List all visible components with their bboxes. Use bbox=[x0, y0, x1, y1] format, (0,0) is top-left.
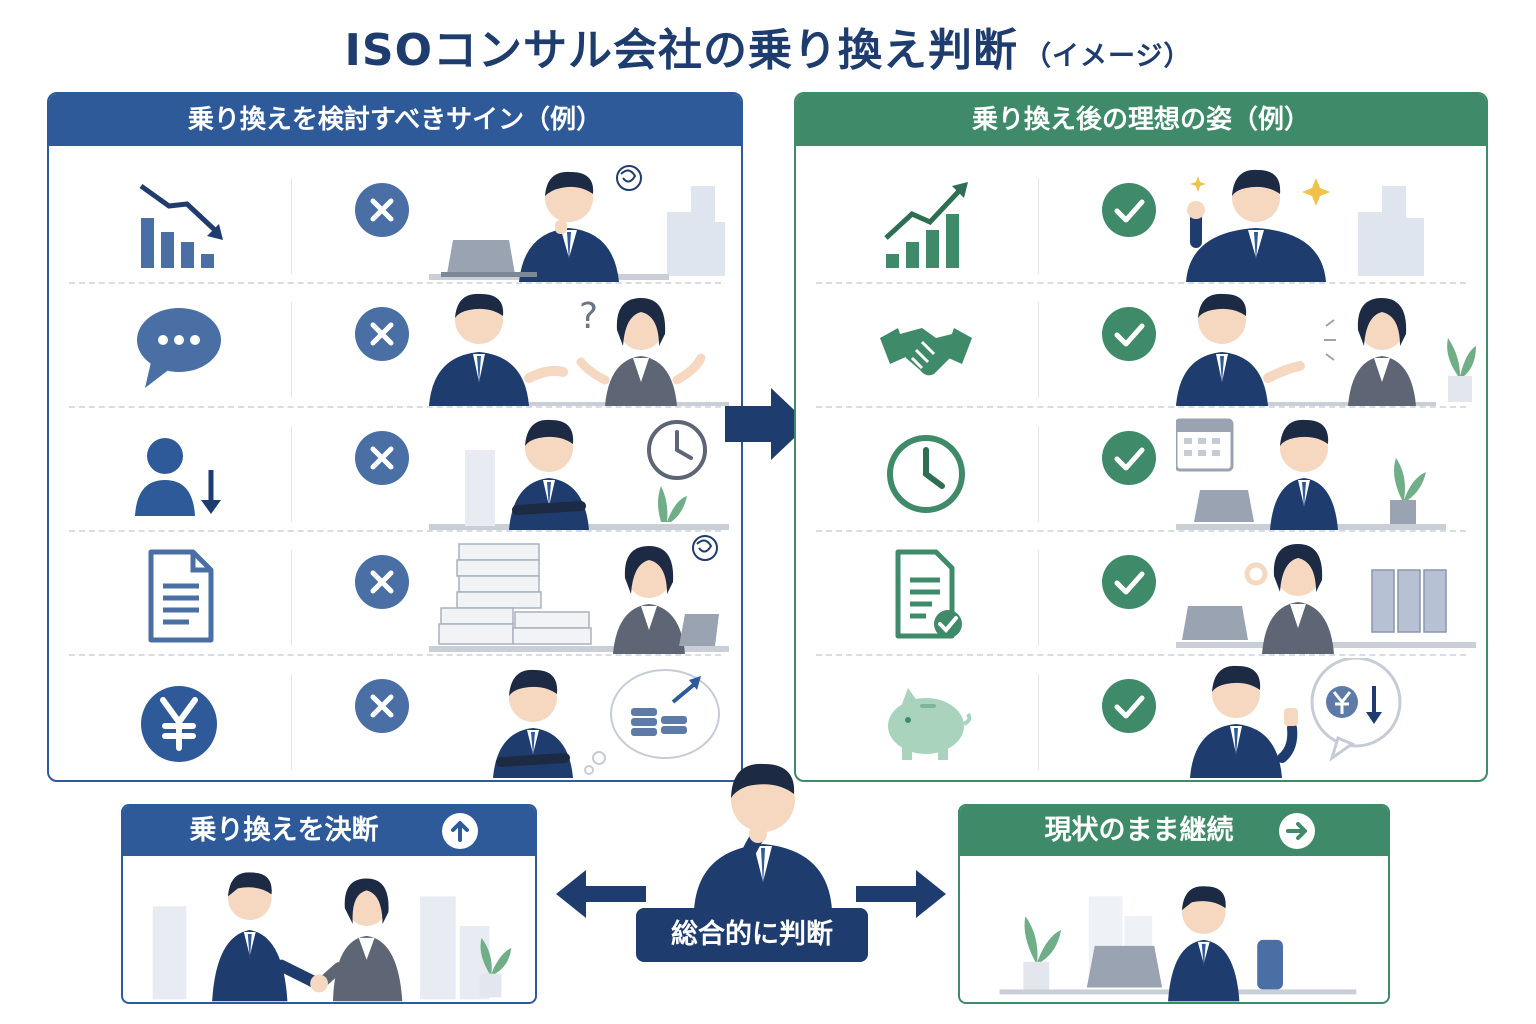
yen-coin-icon bbox=[141, 686, 217, 762]
transition-arrow-icon bbox=[725, 388, 809, 460]
decide-switch-box: 乗り換えを決断 bbox=[121, 804, 537, 1004]
on-schedule-work bbox=[1176, 418, 1446, 530]
x-mark-icon bbox=[355, 307, 409, 361]
overwhelmed-by-paperwork bbox=[429, 535, 729, 654]
person-down-icon bbox=[135, 438, 221, 516]
cost-down-thumbs-up bbox=[1190, 658, 1402, 778]
check-mark-icon bbox=[1102, 431, 1156, 485]
cheerful-consultant bbox=[1186, 169, 1424, 282]
thinking-consultant bbox=[694, 763, 832, 910]
smooth-conversation bbox=[1176, 293, 1476, 406]
sign-row-4 bbox=[69, 532, 729, 656]
signs-panel-header: 乗り換えを検討すべきサイン（例） bbox=[49, 94, 741, 146]
handshake-scene bbox=[152, 872, 512, 1002]
ideal-row-3 bbox=[816, 408, 1466, 532]
ideal-row-4 bbox=[816, 532, 1476, 656]
title-main: ISOコンサル会社の乗り換え判断 bbox=[344, 25, 1018, 76]
sign-row-1 bbox=[69, 160, 725, 284]
ideal-panel-header: 乗り換え後の理想の姿（例） bbox=[796, 94, 1486, 146]
svg-text:?: ? bbox=[579, 296, 598, 337]
continue-as-is-label: 現状のまま継続 bbox=[1044, 815, 1234, 846]
right-arrow-icon bbox=[856, 870, 946, 918]
x-mark-icon bbox=[355, 431, 409, 485]
x-mark-icon bbox=[355, 555, 409, 609]
x-mark-icon bbox=[355, 679, 409, 733]
ideal-row-1 bbox=[816, 160, 1466, 284]
left-arrow-icon bbox=[556, 870, 646, 918]
waiting-with-clock bbox=[429, 419, 729, 530]
speech-bubble-icon bbox=[137, 308, 221, 388]
check-mark-icon bbox=[1102, 307, 1156, 361]
arrow-right-circle-icon bbox=[1279, 813, 1315, 849]
clock-icon bbox=[887, 435, 965, 513]
document-check-icon bbox=[895, 549, 962, 639]
ideal-panel: 乗り換え後の理想の姿（例） bbox=[794, 92, 1488, 782]
declining-bar-chart-icon bbox=[139, 183, 223, 268]
page-title: ISOコンサル会社の乗り換え判断（イメージ） bbox=[0, 14, 1536, 78]
working-at-laptop-scene bbox=[999, 886, 1357, 1002]
signs-panel: 乗り換えを検討すべきサイン（例） bbox=[47, 92, 743, 782]
document-icon bbox=[148, 549, 214, 643]
sign-row-3 bbox=[69, 408, 729, 532]
decide-switch-label: 乗り換えを決断 bbox=[189, 815, 379, 846]
cost-rising-thought bbox=[493, 669, 720, 778]
handshake-icon bbox=[880, 328, 972, 376]
decide-switch-header: 乗り換えを決断 bbox=[123, 806, 535, 856]
check-mark-icon bbox=[1102, 555, 1156, 609]
title-sub: （イメージ） bbox=[1024, 41, 1192, 72]
continue-as-is-box: 現状のまま継続 bbox=[958, 804, 1390, 1004]
organized-files bbox=[1176, 544, 1476, 654]
x-mark-icon bbox=[355, 183, 409, 237]
check-mark-icon bbox=[1102, 679, 1156, 733]
overall-judgment-label: 総合的に判断 bbox=[636, 908, 868, 962]
sign-row-5 bbox=[69, 656, 721, 780]
confused-conversation: ? bbox=[429, 293, 729, 406]
check-mark-icon bbox=[1102, 183, 1156, 237]
ideal-row-5 bbox=[816, 656, 1466, 780]
ideal-row-2 bbox=[816, 284, 1476, 408]
continue-as-is-header: 現状のまま継続 bbox=[960, 806, 1388, 856]
worried-consultant-at-laptop bbox=[429, 165, 725, 282]
piggy-bank-icon bbox=[888, 688, 972, 760]
sign-row-2: ? bbox=[69, 284, 729, 408]
arrow-up-circle-icon bbox=[442, 813, 478, 849]
rising-bar-chart-icon bbox=[884, 182, 968, 268]
